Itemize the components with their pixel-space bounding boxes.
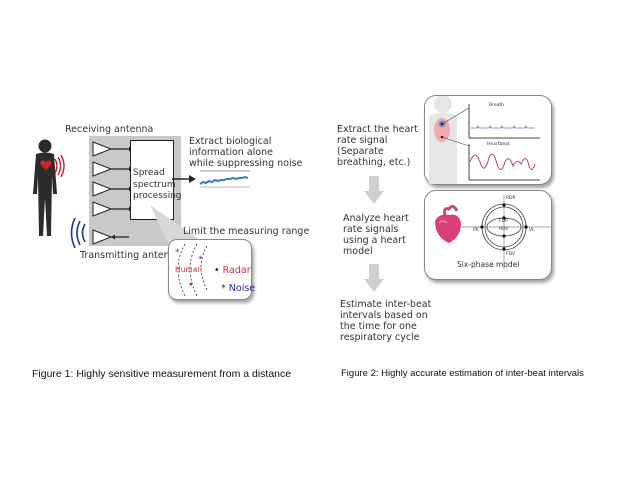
six-phase-model-title: Six-phase model bbox=[457, 260, 520, 269]
extract-biological-info-label: Extract biological information alone whi… bbox=[189, 136, 303, 169]
antenna-amplifier-icon bbox=[92, 201, 113, 217]
range-arcs: * * bbox=[175, 243, 208, 297]
step-estimate-inter-beat: Estimate inter-beat intervals based on t… bbox=[340, 299, 432, 343]
output-arrow-icon bbox=[172, 175, 196, 183]
limit-measuring-range-label: Limit the measuring range bbox=[183, 226, 310, 237]
signal-separation-panel: Breath Heartbeat bbox=[424, 95, 552, 185]
antenna-amplifier-icon bbox=[92, 161, 113, 177]
transmit-waves-icon bbox=[70, 218, 86, 248]
antenna-amplifier-icon bbox=[92, 141, 113, 157]
heart-icon bbox=[40, 160, 52, 170]
six-phase-model-panel: RDP FDP RDV FDV PK VL Six-phase model bbox=[424, 190, 552, 280]
callout-pointer bbox=[150, 205, 210, 247]
antenna-array bbox=[92, 141, 133, 245]
extracted-signal-plot bbox=[199, 170, 250, 188]
node-fdv: FDV bbox=[506, 252, 516, 257]
heartbeat-signal-line bbox=[469, 153, 536, 170]
svg-text:*: * bbox=[175, 248, 180, 258]
step-analyze-heart-model: Analyze heart rate signals using a heart… bbox=[343, 213, 409, 257]
node-rdv: RDV bbox=[499, 227, 509, 232]
person-silhouette-icon bbox=[33, 139, 57, 236]
node-rdp: RDP bbox=[506, 196, 516, 201]
antenna-amplifier-icon bbox=[92, 229, 113, 245]
six-phase-diagram bbox=[435, 195, 551, 269]
step-extract-heart-rate: Extract the heart rate signal (Separate … bbox=[337, 124, 418, 168]
noise-legend: * Noise bbox=[221, 283, 256, 294]
node-vl: VL bbox=[529, 228, 535, 233]
antenna-amplifier-icon bbox=[92, 181, 113, 197]
down-arrow-icon bbox=[364, 176, 384, 204]
breath-label: Breath bbox=[489, 103, 504, 108]
receiving-antenna-label: Receiving antenna bbox=[65, 124, 154, 135]
breath-signal-line bbox=[471, 125, 535, 129]
signal-separation-graphic bbox=[429, 96, 540, 184]
processing-label: Spread spectrum processing bbox=[133, 168, 182, 201]
torso-highlight bbox=[434, 118, 450, 142]
heart-organ-icon bbox=[435, 204, 461, 243]
figure-2-caption: Figure 2: Highly accurate estimation of … bbox=[341, 368, 584, 379]
radio-waves-icon bbox=[54, 155, 65, 177]
down-arrow-icon bbox=[364, 264, 384, 292]
node-pk: PK bbox=[473, 228, 479, 233]
svg-text:*: * bbox=[198, 255, 203, 265]
human-label: Human bbox=[175, 265, 203, 274]
radar-legend: • Radar bbox=[214, 265, 251, 276]
node-fdp: FDP bbox=[499, 219, 508, 224]
heartbeat-label: Heartbeat bbox=[487, 142, 510, 147]
figure-1-caption: Figure 1: Highly sensitive measurement f… bbox=[32, 368, 292, 380]
measuring-range-inset: * * Human • Radar * Noise bbox=[168, 239, 256, 300]
transmitting-antenna-label: Transmitting antenna bbox=[80, 250, 182, 261]
